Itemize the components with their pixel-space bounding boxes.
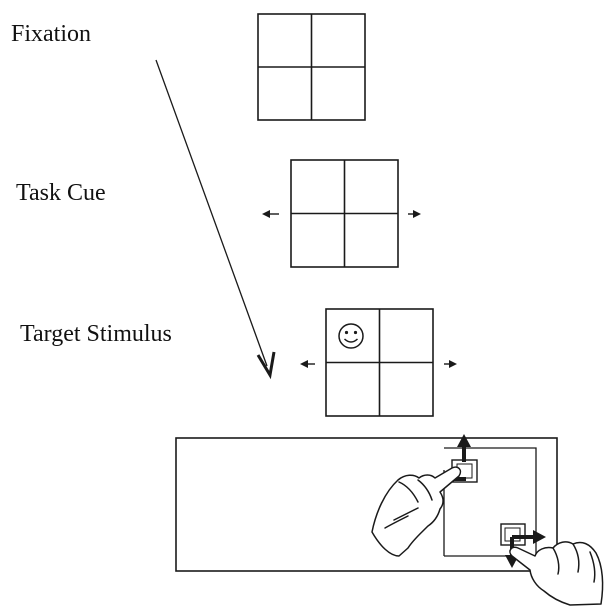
lower-target-marker [500, 523, 526, 546]
hand-pointing-icon-right [509, 541, 604, 606]
target-left-arrow-icon [300, 360, 315, 368]
task-cue-left-arrow-icon [262, 210, 279, 218]
task-cue-label: Task Cue [16, 180, 106, 206]
task-cue-right-arrow-icon [408, 210, 421, 218]
response-panel [175, 437, 558, 572]
hand-pointing-icon [371, 466, 462, 557]
smiley-face-icon [338, 323, 364, 349]
fixation-label: Fixation [11, 21, 92, 47]
target-stimulus-grid [325, 308, 434, 417]
arrow-right-icon [512, 530, 546, 544]
time-flow-arrow [155, 59, 276, 380]
arrow-up-icon [457, 434, 471, 462]
fixation-grid [257, 13, 366, 121]
target-right-arrow-icon [444, 360, 457, 368]
target-stimulus-label: Target Stimulus [20, 321, 172, 347]
task-cue-grid [290, 159, 399, 268]
